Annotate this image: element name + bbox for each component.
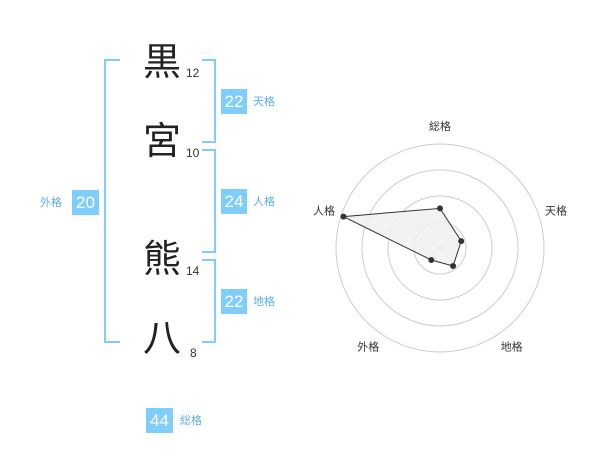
radar-axis-label-5: 人格 xyxy=(313,203,335,217)
radar-points xyxy=(340,205,465,270)
radar-point-4 xyxy=(428,257,435,264)
strokes-char-1: 12 xyxy=(186,66,200,80)
chikaku-bracket xyxy=(202,259,216,343)
tenkaku-bracket xyxy=(202,59,216,143)
radar-axis-label-1: 総格 xyxy=(429,119,451,133)
strokes-char-2: 10 xyxy=(186,146,200,160)
name-char-4: 八 xyxy=(142,316,181,360)
tenkaku-label: 天格 xyxy=(253,95,275,108)
chikaku-badge: 22 xyxy=(221,289,247,314)
strokes-char-4: 8 xyxy=(190,346,197,360)
jinkaku-label: 人格 xyxy=(253,195,275,208)
gaikaku-badge: 20 xyxy=(72,190,99,215)
chikaku-label: 地格 xyxy=(253,295,275,308)
radar-axis-label-2: 天格 xyxy=(545,203,567,217)
radar-series-area xyxy=(341,207,462,267)
radar-point-2 xyxy=(458,238,465,245)
radar-axis-label-3: 地格 xyxy=(501,340,523,354)
radar-ring xyxy=(335,143,545,353)
radar-ring xyxy=(361,169,519,327)
radar-ring xyxy=(387,195,493,301)
tenkaku-badge: 22 xyxy=(221,89,247,114)
name-char-1: 黒 xyxy=(142,40,181,84)
soukaku-badge: 44 xyxy=(146,408,173,433)
radar-point-3 xyxy=(450,263,457,270)
jinkaku-badge: 24 xyxy=(221,189,247,214)
soukaku-label: 総格 xyxy=(180,414,202,427)
strokes-char-3: 14 xyxy=(186,264,200,278)
name-char-3: 熊 xyxy=(142,237,181,281)
gaikaku-bracket xyxy=(104,59,120,343)
radar-point-5 xyxy=(340,213,347,220)
name-char-2: 宮 xyxy=(142,119,181,163)
radar-point-1 xyxy=(437,205,443,212)
radar-grid xyxy=(335,143,545,353)
jinkaku-bracket xyxy=(202,149,216,253)
gaikaku-label: 外格 xyxy=(40,196,62,209)
radar-axis-label-4: 外格 xyxy=(357,340,379,354)
